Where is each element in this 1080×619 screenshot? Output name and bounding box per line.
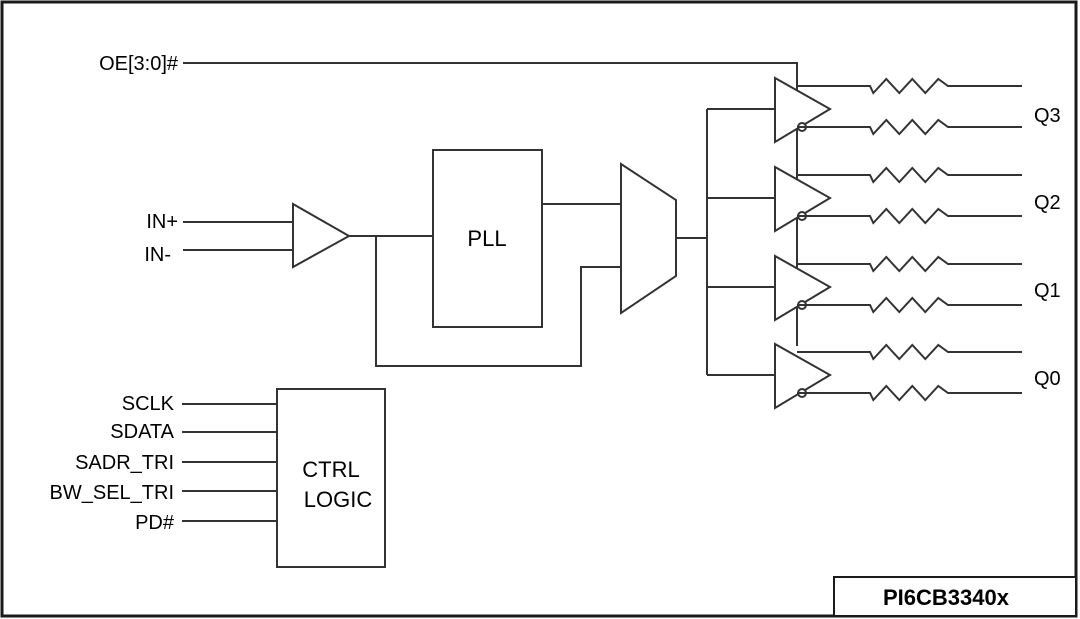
differential-buffer-icon xyxy=(774,254,832,322)
resistor-icon-q1-pos xyxy=(797,255,1022,273)
resistor-icon-q3-neg xyxy=(797,118,1022,136)
differential-buffer-icon xyxy=(774,76,832,144)
ctrl-input-label-sclk: SCLK xyxy=(122,393,175,415)
ctrl-input-label-sadr-tri: SADR_TRI xyxy=(75,452,174,474)
ctrl-input-label-sdata: SDATA xyxy=(110,421,174,443)
output-label-q1: Q1 xyxy=(1034,280,1061,302)
resistor-icon-q0-neg xyxy=(797,384,1022,402)
in-pos-label: IN+ xyxy=(146,211,178,233)
output-label-q3: Q3 xyxy=(1034,105,1061,127)
ctrl-input-label-bw-sel-tri: BW_SEL_TRI xyxy=(50,482,174,504)
input-buffer-icon xyxy=(292,202,352,269)
ctrl-logic-block xyxy=(276,388,386,568)
differential-buffer-icon xyxy=(774,342,832,410)
part-number-box xyxy=(833,576,1077,617)
pll-block xyxy=(432,149,543,328)
ctrl-logic-label-line1: CTRL xyxy=(302,457,359,482)
output-label-q0: Q0 xyxy=(1034,368,1061,390)
mux-icon xyxy=(620,162,677,315)
output-driver-q0 xyxy=(774,342,1022,410)
differential-buffer-icon xyxy=(774,165,832,233)
resistor-icon-q2-pos xyxy=(797,166,1022,184)
resistor-icon-q3-pos xyxy=(797,77,1022,95)
output-driver-q1 xyxy=(774,254,1022,322)
output-label-q2: Q2 xyxy=(1034,192,1061,214)
pll-bypass-wire xyxy=(375,236,621,367)
part-number-label: PI6CB3340x xyxy=(883,585,1010,610)
resistor-icon-q2-neg xyxy=(797,207,1022,225)
oe-label: OE[3:0]# xyxy=(99,53,179,75)
ctrl-logic-label-line2: LOGIC xyxy=(304,487,373,512)
pll-label: PLL xyxy=(467,226,506,251)
resistor-icon-q1-neg xyxy=(797,296,1022,314)
ctrl-input-label-pd: PD# xyxy=(135,512,175,534)
resistor-icon-q0-pos xyxy=(797,343,1022,361)
in-neg-label: IN- xyxy=(144,244,171,266)
oe-wire xyxy=(183,62,798,346)
output-driver-q2 xyxy=(774,165,1022,233)
output-driver-q3 xyxy=(774,76,1022,144)
